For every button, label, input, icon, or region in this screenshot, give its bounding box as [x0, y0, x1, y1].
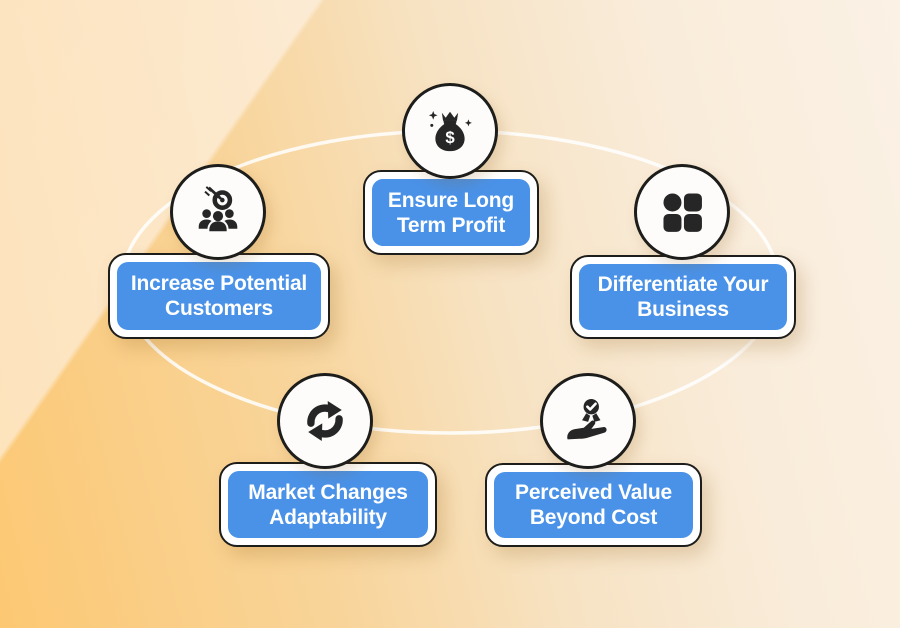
icon-circle	[540, 373, 636, 469]
label-line-2: Term Profit	[396, 213, 506, 237]
label-line-1: Increase Potential	[130, 272, 308, 295]
svg-text:$: $	[445, 128, 455, 147]
label-card: Market Changes Adaptability	[219, 462, 437, 547]
icon-circle: $	[402, 83, 498, 179]
label-text: Increase Potential Customers	[117, 262, 321, 330]
label-card: Perceived Value Beyond Cost	[485, 463, 702, 547]
label-text: Perceived Value Beyond Cost	[494, 472, 693, 538]
label-line-1: Market Changes	[248, 480, 408, 504]
label-line-2: Beyond Cost	[529, 506, 658, 529]
four-shapes-icon	[663, 193, 702, 232]
label-text: Market Changes Adaptability	[228, 471, 428, 538]
label-card: Ensure Long Term Profit	[363, 170, 539, 255]
target-audience-icon	[198, 186, 238, 232]
label-card: Increase Potential Customers	[108, 253, 330, 339]
refresh-arrows-icon	[307, 400, 343, 442]
icon-circle	[170, 164, 266, 260]
label-line-2: Adaptability	[269, 505, 387, 529]
label-text: Differentiate Your Business	[579, 264, 787, 330]
label-line-1: Ensure Long	[387, 188, 515, 212]
icon-circle	[634, 164, 730, 260]
icon-circle	[277, 373, 373, 469]
badge-hand-icon	[567, 399, 607, 440]
label-line-2: Business	[637, 298, 729, 321]
label-line-2: Customers	[165, 297, 273, 320]
money-bag-icon: $	[428, 110, 472, 152]
label-line-1: Perceived Value	[515, 481, 672, 504]
label-text: Ensure Long Term Profit	[372, 179, 530, 246]
label-card: Differentiate Your Business	[570, 255, 796, 339]
label-line-1: Differentiate Your	[597, 273, 769, 296]
